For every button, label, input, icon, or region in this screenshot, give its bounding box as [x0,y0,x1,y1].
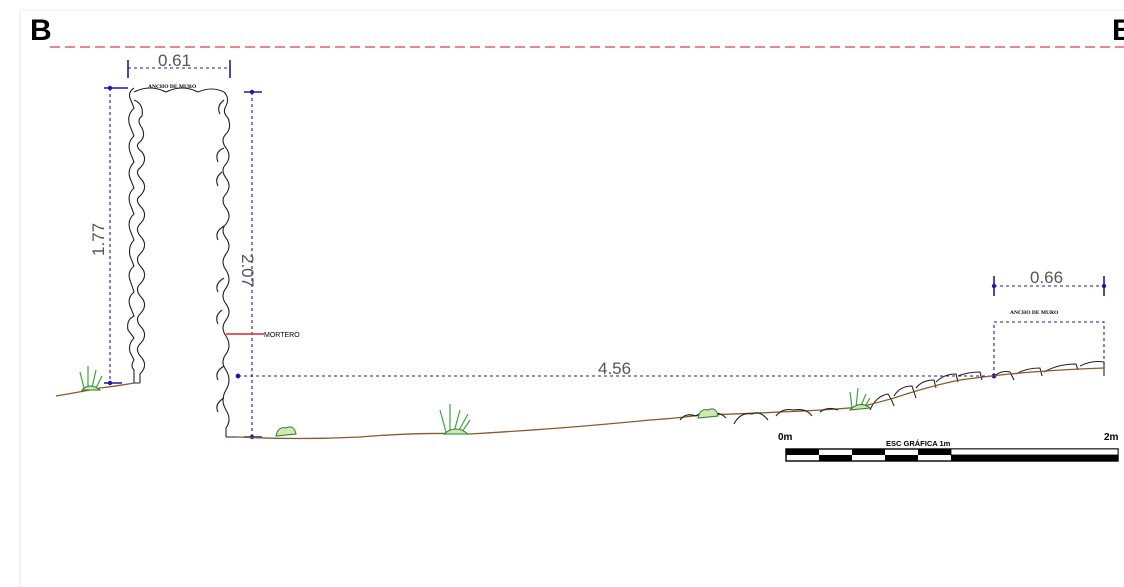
scale-start-label: 0m [778,432,793,443]
mortar-label: MORTERO [264,332,300,339]
dimension-left-width-value: 0.61 [158,51,191,70]
ground-left [55,382,135,397]
dimension-left-height: 1.77 [89,85,128,386]
dimension-right-width: 0.66 [991,268,1107,296]
grass-tuft-left [79,366,103,391]
left-stone-wall [127,87,238,438]
dimension-inner-height: 2.07 [238,89,262,440]
wall-width-label-right: ANCHO DE MURO [1010,310,1059,316]
grass-tuft-right [848,387,872,411]
dimension-span-value: 4.56 [598,359,631,378]
dimension-left-height-value: 1.77 [89,223,108,256]
right-wall-extent-box [993,321,1105,376]
dimension-span: 4.56 [235,359,997,379]
graphic-scale-bar: 0m 2m ESC GRÁFICA 1m [778,432,1119,462]
scale-title: ESC GRÁFICA 1m [886,439,951,448]
wall-width-label-left: ANCHO DE MURO [148,84,197,90]
section-label-right: B [1112,14,1124,47]
dimension-right-width-value: 0.66 [1030,268,1063,287]
ground-main [237,406,861,440]
bush-2 [697,408,719,419]
section-label-left: B [30,14,52,47]
right-stone-wall [859,360,1105,411]
grass-tuft-middle [439,404,471,435]
dimension-left-width: 0.61 [127,51,231,78]
dimension-inner-height-value: 2.07 [238,254,257,287]
scale-end-label: 2m [1104,432,1119,443]
bush-1 [275,426,297,437]
